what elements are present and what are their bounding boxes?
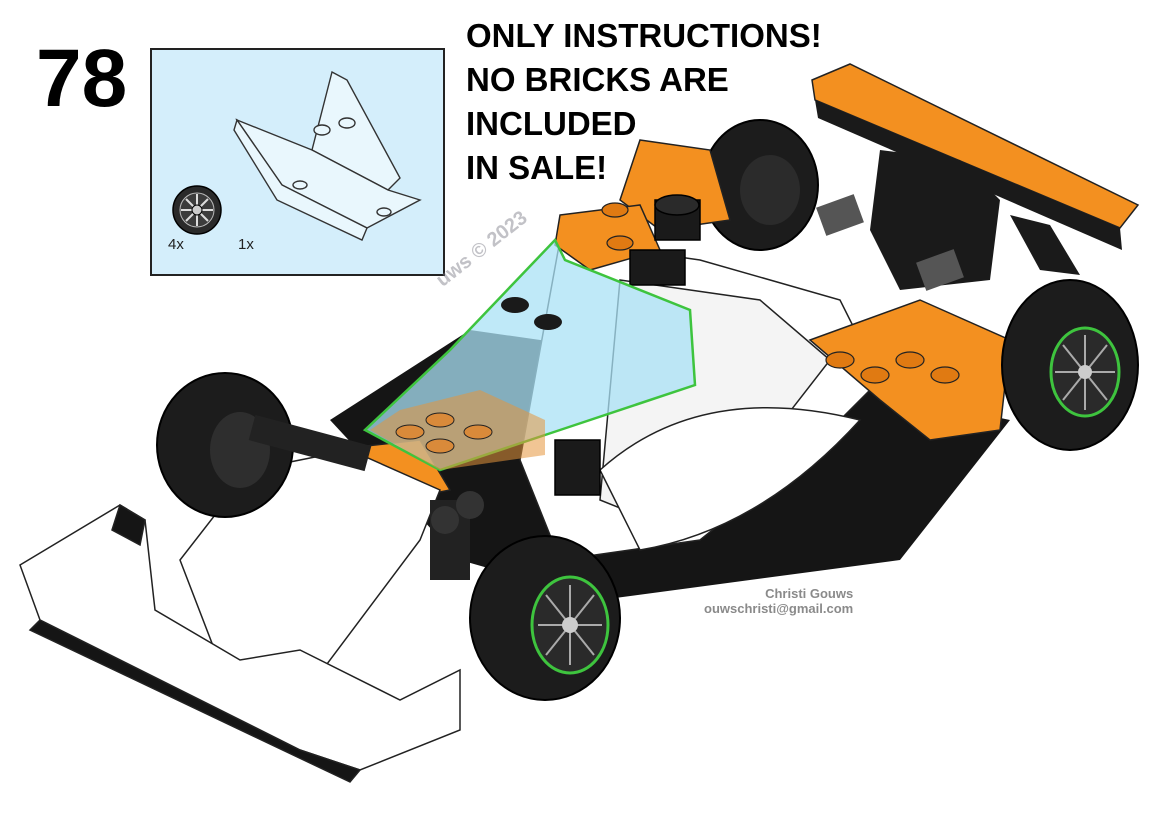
sale-notice: ONLY INSTRUCTIONS! NO BRICKS ARE INCLUDE…	[466, 14, 822, 190]
notice-line-4: IN SALE!	[466, 149, 608, 186]
engine-block	[816, 150, 1000, 291]
rear-right-wheel	[1001, 279, 1139, 451]
windscreen-quantity: 1x	[238, 236, 254, 253]
rim-quantity: 4x	[168, 236, 184, 253]
cockpit-parts	[554, 194, 701, 496]
front-right-wheel	[430, 491, 621, 701]
author-name: Christi Gouws	[765, 586, 854, 601]
notice-line-1: ONLY INSTRUCTIONS!	[466, 17, 822, 54]
step-number: 78	[36, 33, 128, 124]
windscreen-icon	[233, 70, 422, 241]
author-email: ouwschristi@gmail.com	[704, 601, 854, 616]
notice-line-2: NO BRICKS ARE	[466, 61, 729, 98]
author-watermark: Christi Gouws ouwschristi@gmail.com	[704, 586, 853, 616]
studs	[601, 202, 960, 384]
parts-callout: 4x 1x	[150, 48, 445, 276]
rim-icon	[172, 185, 222, 235]
parts-illustration	[172, 70, 422, 241]
notice-line-3: INCLUDED	[466, 105, 637, 142]
windscreen-highlight	[362, 237, 697, 472]
front-left-wheel	[156, 372, 372, 518]
rear-left-wheel	[701, 119, 819, 251]
